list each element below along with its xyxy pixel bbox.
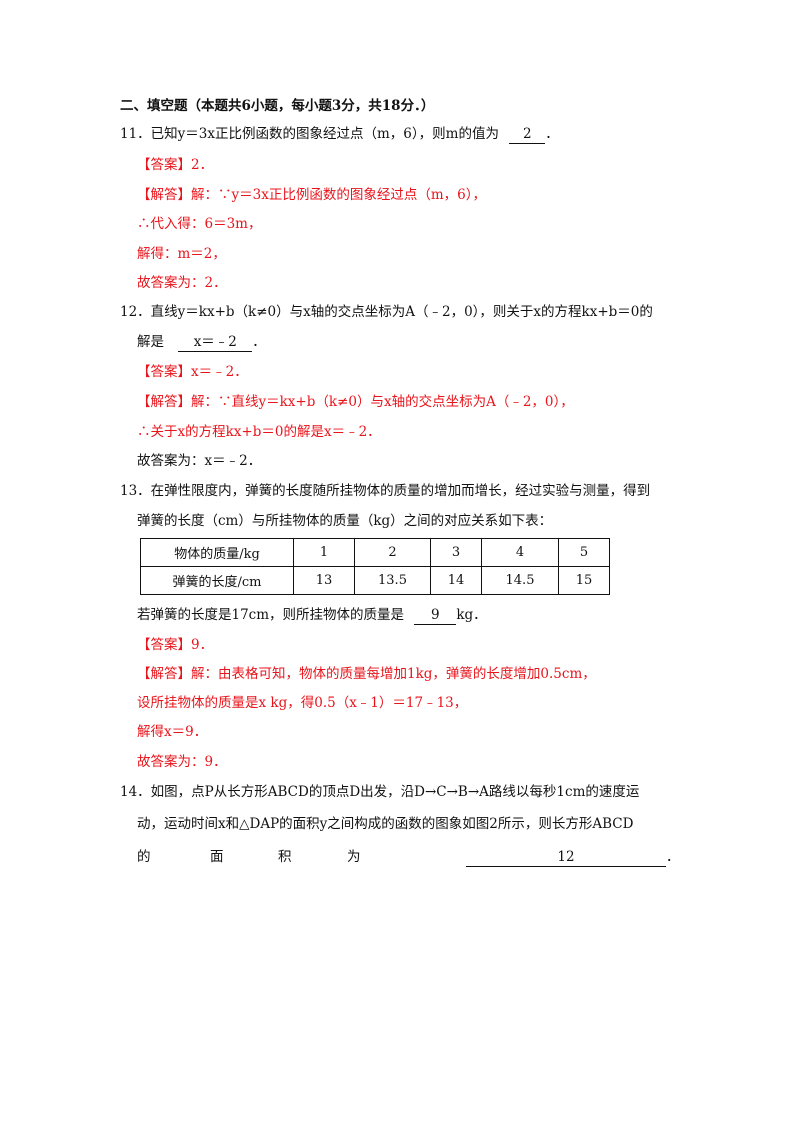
question-12-stem: 12．直线y＝kx+b（k≠0）与x轴的交点坐标为A（﹣2，0），则关于x的方程… — [120, 304, 653, 320]
question-13-stem-3: 若弹簧的长度是17cm，则所挂物体的质量是 — [137, 607, 405, 623]
question-13-solution-2: 设所挂物体的质量是x kg，得0.5（x﹣1）＝17﹣13， — [137, 695, 468, 711]
question-13-solution-1: 【解答】解：由表格可知，物体的质量每增加1kg，弹簧的长度增加0.5cm， — [137, 666, 596, 682]
question-12-line-2: 解是 x＝﹣2． — [137, 333, 266, 352]
table-cell: 14.5 — [481, 566, 559, 595]
question-14-word-3: 积 — [278, 849, 292, 865]
question-12-solution-3: 故答案为：x＝﹣2． — [137, 453, 262, 469]
table-cell: 15 — [558, 566, 610, 595]
question-12-answer: 【答案】x＝﹣2． — [137, 364, 248, 380]
table-cell: 3 — [430, 538, 482, 567]
question-14-end: ． — [666, 849, 680, 865]
question-14-word-4: 为 — [347, 849, 361, 865]
table-header-length: 弹簧的长度/cm — [140, 566, 294, 595]
question-14-stem-2: 动，运动时间x和△DAP的面积y之间构成的函数的图象如图2所示，则长方形ABCD — [137, 816, 634, 832]
question-11-solution-1: 【解答】解：∵y＝3x正比例函数的图象经过点（m，6）， — [137, 187, 486, 203]
question-13-stem-2: 弹簧的长度（cm）与所挂物体的质量（kg）之间的对应关系如下表： — [137, 513, 553, 529]
question-12-solution-2: ∴关于x的方程kx+b＝0的解是x＝﹣2． — [137, 424, 381, 440]
question-14-word-1: 的 — [137, 849, 151, 865]
question-11-solution-3: 解得：m＝2， — [137, 246, 226, 262]
table-header-mass: 物体的质量/kg — [140, 538, 294, 567]
question-14-answer-line: 12． — [466, 848, 680, 867]
question-11-answer: 【答案】2． — [137, 157, 214, 173]
question-14-stem: 14．如图，点P从长方形ABCD的顶点D出发，沿D→C→B→A路线以每秒1cm的… — [120, 784, 640, 800]
question-14-answer-blank: 12 — [466, 848, 666, 867]
question-11-solution-4: 故答案为：2． — [137, 275, 227, 291]
table-cell: 1 — [293, 538, 355, 567]
question-11-answer-blank: 2 — [509, 125, 546, 144]
question-12-answer-blank: x＝﹣2 — [178, 333, 253, 352]
table-cell: 5 — [558, 538, 610, 567]
table-cell: 4 — [481, 538, 559, 567]
section-title: 二、填空题（本题共6小题，每小题3分，共18分．） — [120, 98, 435, 114]
table-cell: 13.5 — [354, 566, 431, 595]
question-13-answer-blank: 9 — [414, 606, 457, 625]
table-row: 弹簧的长度/cm 13 13.5 14 14.5 15 — [140, 566, 610, 595]
table-row: 物体的质量/kg 1 2 3 4 5 — [140, 538, 610, 567]
question-12-solution-1: 【解答】解：∵直线y＝kx+b（k≠0）与x轴的交点坐标为A（﹣2，0）， — [137, 394, 574, 410]
question-13-stem: 13．在弹性限度内，弹簧的长度随所挂物体的质量的增加而增长，经过实验与测量，得到 — [120, 483, 651, 499]
question-13-solution-4: 故答案为：9． — [137, 754, 227, 770]
question-11-stem: 11．已知y＝3x正比例函数的图象经过点（m，6），则m的值为 — [120, 126, 499, 142]
question-12-end: ． — [252, 334, 266, 350]
question-12-stem-2: 解是 — [137, 334, 164, 350]
table-cell: 14 — [430, 566, 482, 595]
question-11-solution-2: ∴代入得：6＝3m， — [137, 216, 262, 232]
question-13-end: kg． — [456, 607, 487, 623]
question-14-word-2: 面 — [210, 849, 224, 865]
table-cell: 13 — [293, 566, 355, 595]
question-13-solution-3: 解得x＝9． — [137, 724, 208, 740]
question-11-end: ． — [545, 126, 559, 142]
question-11: 11．已知y＝3x正比例函数的图象经过点（m，6），则m的值为 2． — [120, 125, 559, 144]
question-13-answer: 【答案】9． — [137, 637, 214, 653]
mass-length-table: 物体的质量/kg 1 2 3 4 5 弹簧的长度/cm 13 13.5 14 1… — [140, 538, 610, 595]
table-cell: 2 — [354, 538, 431, 567]
